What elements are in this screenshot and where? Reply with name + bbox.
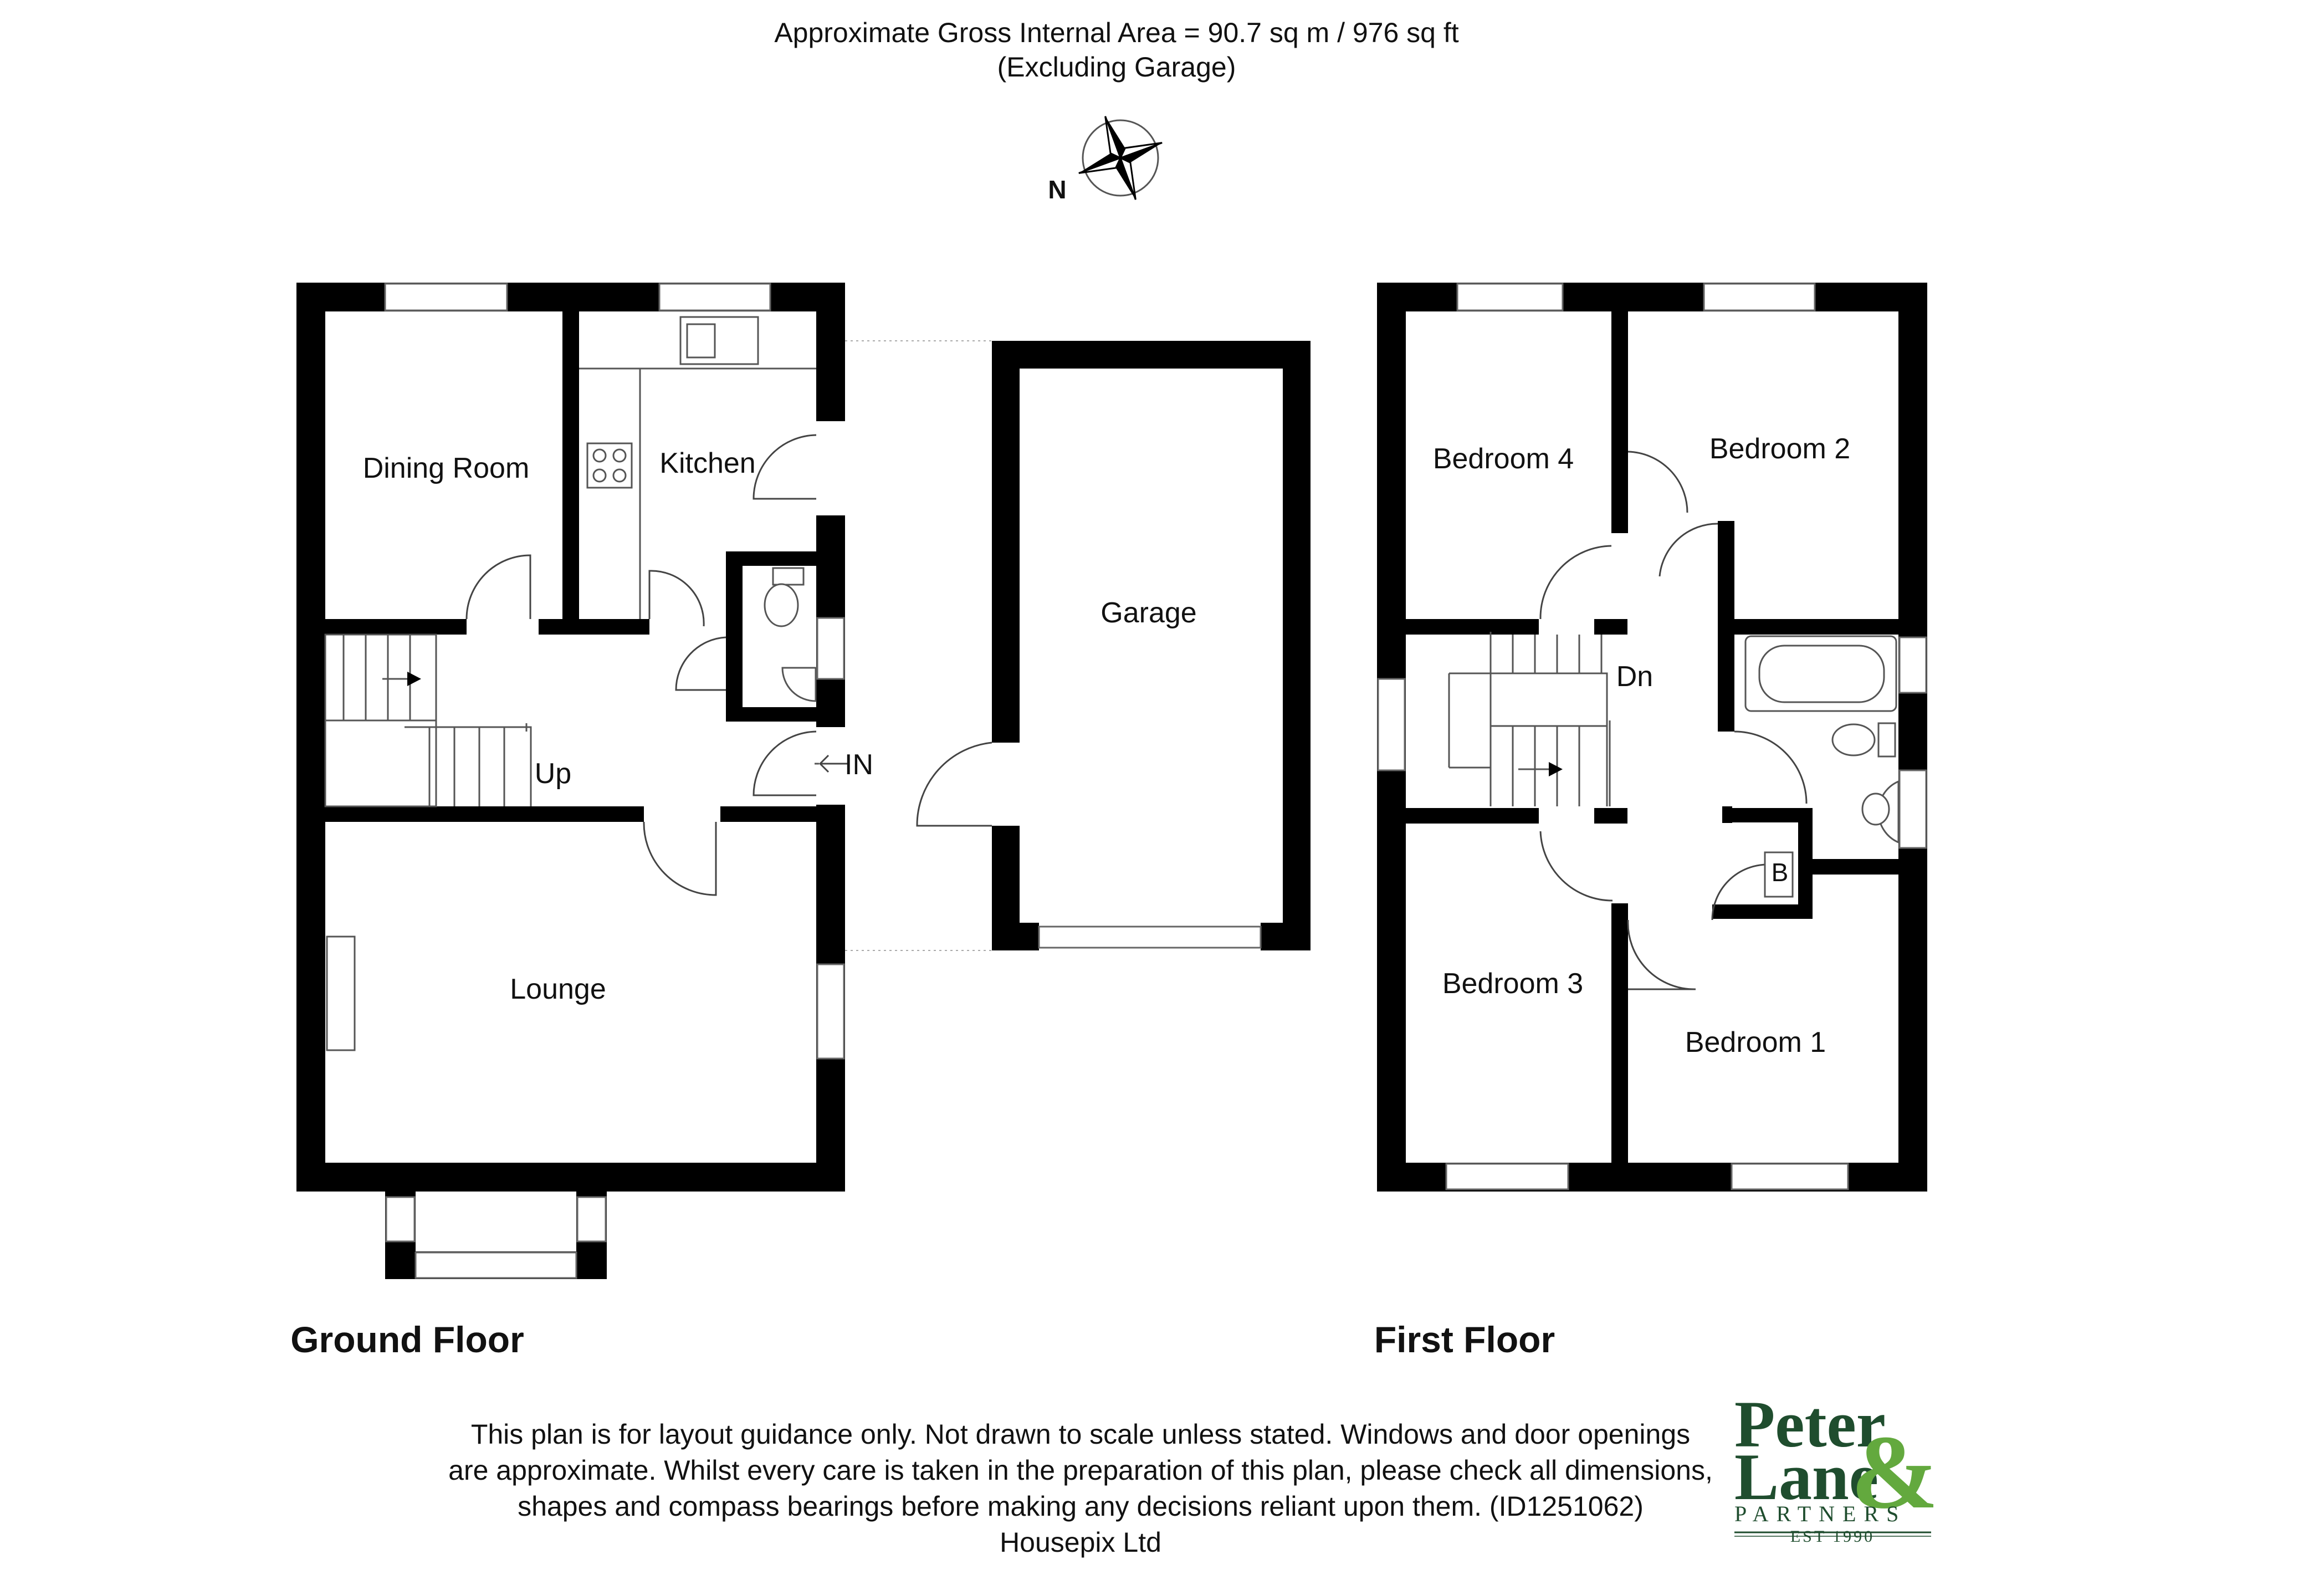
- disclaimer-line-2: are approximate. Whilst every care is ta…: [448, 1455, 1713, 1486]
- excluding-garage-text: (Excluding Garage): [997, 52, 1236, 83]
- window: [816, 617, 845, 680]
- logo-ampersand: &: [1851, 1414, 1938, 1531]
- logo-est: EST 1990: [1790, 1527, 1875, 1546]
- disclaimer-line-3: shapes and compass bearings before makin…: [518, 1491, 1644, 1522]
- window: [1703, 283, 1816, 311]
- window: [576, 1196, 607, 1243]
- stairs-icon: [324, 633, 532, 807]
- compass-rose-icon: [1078, 116, 1163, 200]
- disclaimer-line-4: Housepix Ltd: [1000, 1527, 1161, 1558]
- window: [1445, 1163, 1569, 1190]
- garage-door: [1038, 926, 1262, 949]
- ground-floor-plan: [296, 283, 992, 1279]
- room-label-bedroom-4: Bedroom 4: [1433, 443, 1574, 475]
- fireplace: [326, 935, 356, 1051]
- stairs-up-label: Up: [535, 758, 571, 790]
- gross-area-text: Approximate Gross Internal Area = 90.7 s…: [774, 17, 1458, 48]
- peter-lane-partners-logo: Peter Lane & PARTNERS EST 1990: [1734, 1387, 1938, 1546]
- room-label-bedroom-3: Bedroom 3: [1442, 968, 1583, 1000]
- boiler-label: B: [1772, 858, 1789, 887]
- window: [816, 963, 845, 1060]
- logo-partners: PARTNERS: [1734, 1501, 1906, 1526]
- disclaimer-line-1: This plan is for layout guidance only. N…: [471, 1419, 1690, 1450]
- ground-floor-title: Ground Floor: [290, 1319, 524, 1360]
- window: [385, 1196, 416, 1243]
- window: [658, 283, 771, 311]
- basin-icon: [781, 667, 817, 702]
- room-label-bedroom-2: Bedroom 2: [1709, 433, 1850, 465]
- garage-block: [916, 341, 1311, 950]
- window: [1731, 1163, 1849, 1190]
- window: [1456, 283, 1564, 311]
- stairs-icon: [1448, 632, 1611, 806]
- window: [414, 1251, 577, 1279]
- window: [1377, 678, 1406, 771]
- room-label-garage: Garage: [1100, 597, 1196, 629]
- logo-peter: Peter: [1734, 1387, 1886, 1461]
- toilet-icon: [1877, 722, 1896, 758]
- window: [384, 283, 508, 311]
- window: [1898, 636, 1927, 694]
- toilet-icon: [772, 567, 805, 586]
- room-label-kitchen: Kitchen: [659, 447, 755, 479]
- logo-lane: Lane: [1734, 1440, 1878, 1514]
- boiler-cupboard: [1764, 851, 1794, 898]
- room-label-bedroom-1: Bedroom 1: [1685, 1026, 1826, 1059]
- entrance-label: IN: [844, 749, 873, 781]
- room-label-lounge: Lounge: [510, 973, 606, 1005]
- first-floor-plan: [1377, 283, 1927, 1192]
- first-floor-title: First Floor: [1374, 1319, 1555, 1360]
- compass-north-label: N: [1048, 175, 1066, 204]
- room-label-dining-room: Dining Room: [363, 452, 530, 484]
- stairs-down-label: Dn: [1616, 661, 1653, 693]
- window: [1898, 769, 1927, 849]
- hob-icon: [586, 442, 633, 489]
